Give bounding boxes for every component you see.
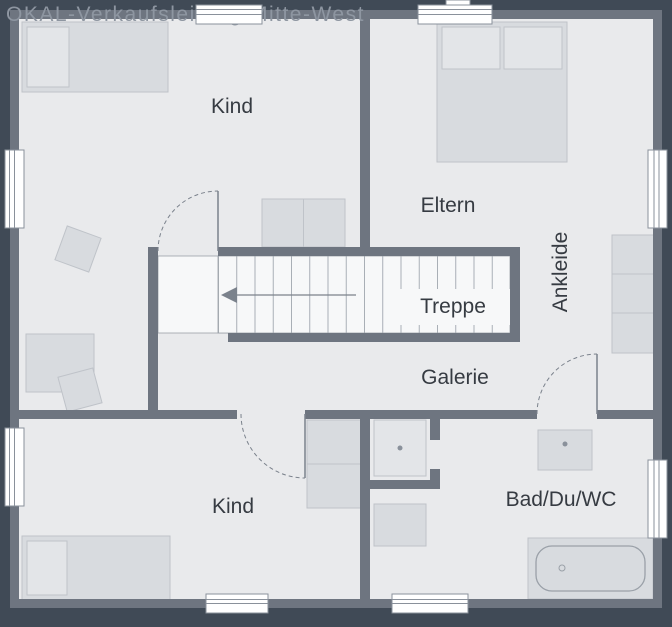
room-label-kind-top: Kind: [211, 95, 253, 118]
wall: [430, 419, 440, 440]
wall: [218, 247, 360, 256]
bathtub-drain-icon: [558, 564, 566, 572]
wc: [373, 503, 427, 547]
room-label-treppe: Treppe: [420, 295, 486, 318]
door-arc: [240, 413, 306, 479]
window: [647, 459, 668, 539]
room-label-kind-bottom: Kind: [212, 495, 254, 518]
furniture-layer: [21, 21, 655, 601]
shower-drain-icon: [397, 445, 403, 451]
bathtub-basin: [535, 545, 646, 592]
stairs: [157, 255, 511, 334]
wall: [510, 247, 520, 342]
wall: [370, 410, 537, 419]
wall: [10, 599, 662, 608]
pillow: [441, 26, 501, 70]
wall: [360, 247, 520, 256]
room-label-eltern: Eltern: [421, 194, 476, 217]
doors-layer: [157, 190, 598, 479]
wall: [597, 410, 653, 419]
watermark: OKAL-Verkaufsleitung Mitte-West: [6, 3, 365, 26]
washbasin: [537, 429, 593, 471]
walls-layer: [10, 10, 662, 608]
wall: [148, 247, 158, 419]
wall: [19, 410, 148, 419]
chair: [54, 225, 102, 273]
stairs-label-backdrop: [398, 289, 510, 325]
door-swing: [157, 190, 219, 252]
stair-direction-arrow-icon: [221, 287, 237, 303]
wall: [360, 410, 370, 600]
pillow: [26, 26, 70, 88]
chair: [57, 367, 103, 413]
bathtub: [527, 537, 654, 600]
wall: [360, 19, 370, 252]
washbasin-tap-icon: [562, 441, 568, 447]
wall: [228, 333, 520, 342]
room-label-bad: Bad/Du/WC: [506, 488, 617, 511]
door-swing: [536, 353, 598, 415]
wall: [370, 480, 440, 489]
wall: [158, 410, 237, 419]
windows-layer: [4, 0, 668, 614]
wall: [10, 10, 19, 608]
room-label-ankleide: Ankleide: [549, 232, 572, 313]
wall: [305, 410, 360, 419]
door-swing: [240, 413, 306, 479]
pillow: [26, 540, 68, 596]
wardrobe: [611, 234, 655, 354]
room-label-galerie: Galerie: [421, 366, 489, 389]
pillow: [503, 26, 563, 70]
wall: [653, 10, 662, 608]
window: [647, 149, 668, 229]
wall: [430, 469, 440, 489]
wall: [10, 10, 662, 19]
